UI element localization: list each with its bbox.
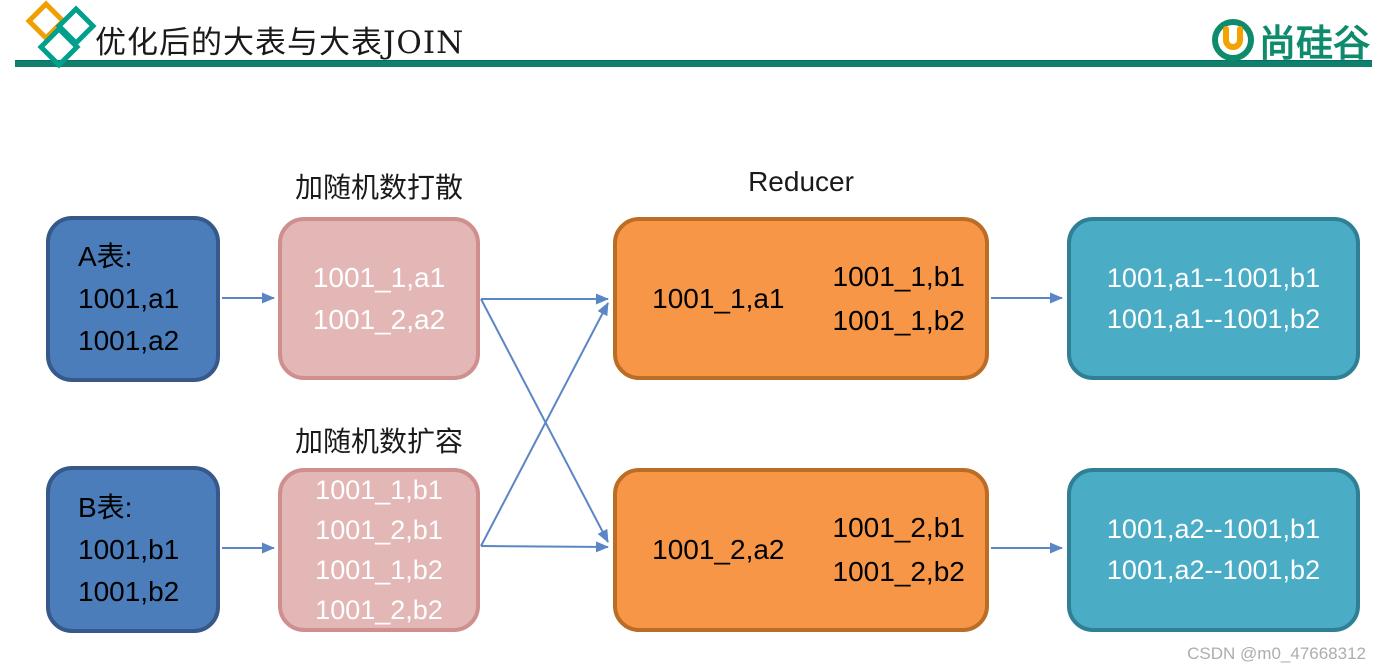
node-line: 1001_1,b1 — [832, 260, 965, 292]
node-line: 1001_1,b2 — [832, 304, 965, 336]
node-line: 1001,a2--1001,b2 — [1106, 555, 1321, 585]
reducer-key: 1001_1,a1 — [652, 282, 785, 314]
node-line: 1001_2,b2 — [315, 595, 443, 625]
node-line: 1001,b2 — [78, 575, 180, 607]
node-line: 1001,a1 — [78, 283, 180, 314]
node-reducer-1: 1001_1,a1 1001_1,b1 1001_1,b2 — [613, 217, 989, 380]
node-scatter-output: 1001_1,a1 1001_2,a2 — [278, 217, 480, 380]
node-line: 1001,a2 — [78, 325, 180, 356]
brand-name: 尚硅谷 — [1259, 22, 1370, 65]
node-table-b: B表: 1001,b1 1001,b2 — [46, 466, 220, 633]
brand-u-icon — [1212, 19, 1254, 61]
label-add-random-scatter: 加随机数打散 — [294, 171, 463, 204]
node-line: 1001_1,b1 — [315, 475, 443, 505]
node-table-a: A表: 1001,a1 1001,a2 — [46, 216, 220, 382]
node-line: 1001_2,a2 — [312, 303, 446, 335]
brand-logo: 尚硅谷 — [1210, 13, 1370, 67]
node-line: B表: — [78, 491, 133, 523]
label-reducer: Reducer — [748, 166, 854, 197]
watermark: CSDN @m0_47668312 — [1187, 644, 1366, 663]
reducer-key: 1001_2,a2 — [652, 534, 785, 565]
label-add-random-expand: 加随机数扩容 — [294, 425, 463, 458]
node-line: 1001,a1--1001,b1 — [1106, 262, 1321, 293]
node-expand-output: 1001_1,b1 1001_2,b1 1001_1,b2 1001_2,b2 — [278, 468, 480, 632]
node-line: 1001_1,b2 — [315, 555, 443, 585]
node-line: 1001,a2--1001,b1 — [1106, 514, 1321, 544]
node-line: 1001,b1 — [78, 533, 180, 565]
node-line: 1001_2,b1 — [832, 512, 965, 543]
node-line: 1001_1,a1 — [312, 261, 446, 293]
reducer-values: 1001_2,b1 1001_2,b2 — [833, 506, 965, 594]
node-line: A表: — [78, 241, 133, 272]
node-line: 1001,a1--1001,b2 — [1106, 303, 1321, 334]
node-reducer-2: 1001_2,a2 1001_2,b1 1001_2,b2 — [613, 468, 989, 632]
node-line: 1001_2,b2 — [832, 556, 965, 587]
node-join-result-1: 1001,a1--1001,b1 1001,a1--1001,b2 — [1067, 217, 1360, 380]
diamonds-logo-icon — [25, 0, 97, 69]
node-join-result-2: 1001,a2--1001,b1 1001,a2--1001,b2 — [1067, 468, 1360, 632]
reducer-values: 1001_1,b1 1001_1,b2 — [833, 255, 965, 343]
node-line: 1001_2,b1 — [315, 515, 443, 545]
header-divider — [15, 60, 1372, 67]
page-title: 优化后的大表与大表JOIN — [95, 25, 465, 61]
